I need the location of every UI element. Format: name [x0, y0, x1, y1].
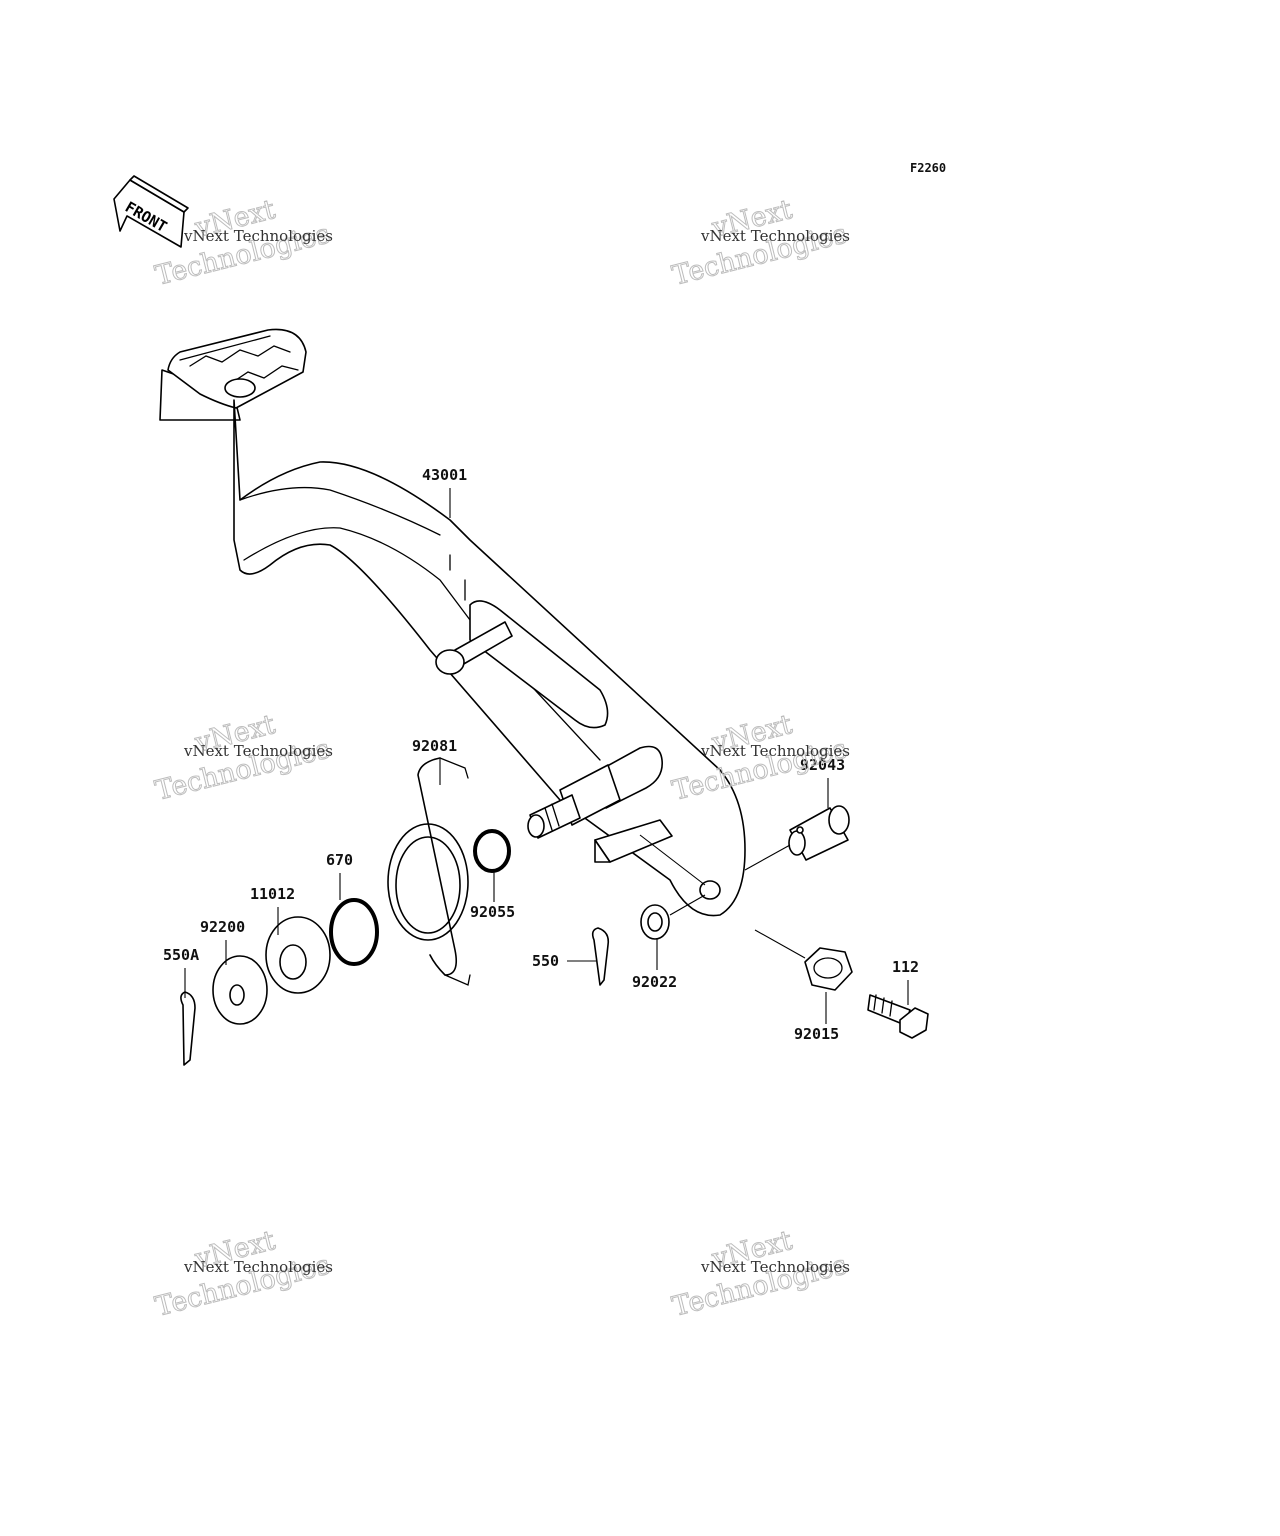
svg-text:11012: 11012	[250, 885, 295, 903]
callout-92055: 92055	[470, 871, 515, 921]
callout-92015: 92015	[794, 992, 839, 1043]
washer-92200	[212, 955, 268, 1025]
svg-text:vNext Technologies: vNext Technologies	[183, 227, 333, 245]
callout-11012: 11012	[250, 885, 295, 935]
svg-text:112: 112	[892, 958, 919, 976]
svg-text:550: 550	[532, 952, 559, 970]
svg-text:92015: 92015	[794, 1025, 839, 1043]
callout-92200: 92200	[200, 918, 245, 965]
svg-text:vNext Technologies: vNext Technologies	[700, 1258, 850, 1276]
callout-92081: 92081	[412, 737, 457, 785]
pin-92043	[744, 805, 850, 871]
svg-text:92055: 92055	[470, 903, 515, 921]
watermark: vNext Technologies vNext Technologies	[669, 1225, 851, 1324]
callout-550A: 550A	[163, 946, 199, 998]
svg-text:43001: 43001	[422, 466, 467, 484]
cotter-pin-550	[591, 927, 610, 986]
svg-text:92022: 92022	[632, 973, 677, 991]
callout-112: 112	[892, 958, 919, 1005]
svg-text:92043: 92043	[800, 756, 845, 774]
callout-550: 550	[532, 952, 596, 970]
o-ring-670	[329, 898, 379, 966]
watermark: vNext Technologies vNext Technologies	[152, 709, 334, 808]
washer-92022	[640, 894, 706, 940]
callout-92022: 92022	[632, 939, 677, 991]
o-ring-92055	[473, 829, 511, 873]
front-arrow-icon: FRONT	[113, 175, 189, 248]
svg-text:92200: 92200	[200, 918, 245, 936]
watermark: vNext Technologies vNext Technologies	[669, 709, 851, 808]
svg-text:92081: 92081	[412, 737, 457, 755]
svg-text:vNext Technologies: vNext Technologies	[183, 1258, 333, 1276]
cotter-pin-550A	[180, 991, 196, 1066]
callout-92043: 92043	[800, 756, 845, 808]
collar-11012	[265, 916, 331, 994]
bolt-112	[867, 994, 929, 1039]
svg-text:550A: 550A	[163, 946, 199, 964]
return-spring-part	[387, 757, 471, 986]
brake-pedal-part	[159, 328, 746, 917]
nut-92015	[754, 929, 853, 991]
watermark: vNext Technologies vNext Technologies	[669, 194, 851, 293]
svg-text:vNext Technologies: vNext Technologies	[700, 742, 850, 760]
svg-text:vNext Technologies: vNext Technologies	[183, 742, 333, 760]
svg-text:670: 670	[326, 851, 353, 869]
svg-text:vNext Technologies: vNext Technologies	[700, 227, 850, 245]
watermark: vNext Technologies vNext Technologies	[152, 1225, 334, 1324]
callout-670: 670	[326, 851, 353, 900]
diagram-code: F2260	[910, 161, 946, 175]
callout-43001: 43001	[422, 466, 467, 518]
